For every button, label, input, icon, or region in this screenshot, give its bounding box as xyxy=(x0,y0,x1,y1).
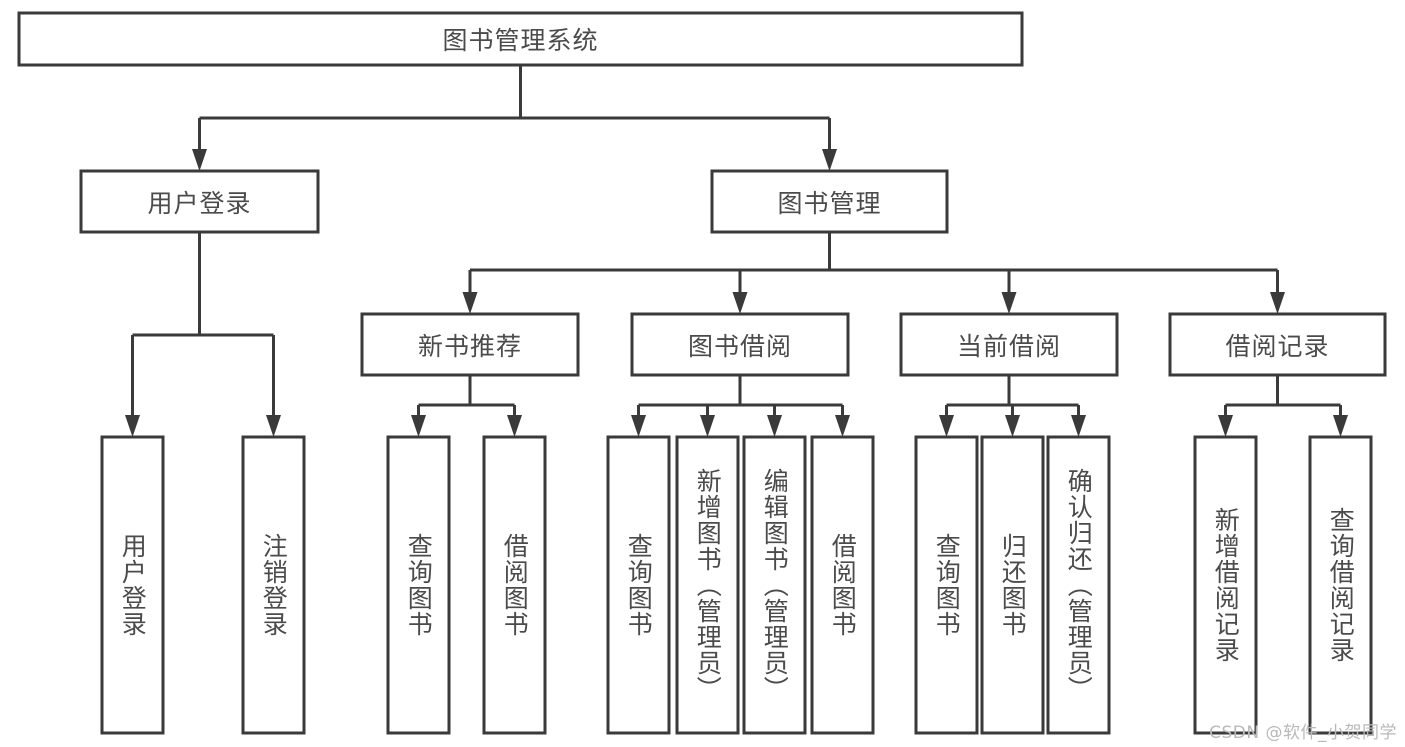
arrow-head-icon xyxy=(1270,292,1285,314)
arrow-head-icon xyxy=(767,415,782,437)
node-box-leaf-query-record[interactable] xyxy=(1308,435,1373,735)
connector-edge-cur-split xyxy=(939,375,1086,437)
arrow-head-icon xyxy=(732,292,748,314)
node-box-leaf-query-book-cur[interactable] xyxy=(914,435,979,735)
node-box-leaf-logout[interactable] xyxy=(241,435,306,735)
node-box-new-book-recommend[interactable] xyxy=(360,312,580,377)
node-box-leaf-user-login[interactable] xyxy=(100,435,165,735)
node-box-root[interactable] xyxy=(17,11,1024,67)
arrow-head-icon xyxy=(835,415,850,437)
arrow-head-icon xyxy=(411,415,426,437)
node-box-leaf-confirm-return[interactable] xyxy=(1046,435,1111,735)
connector-edge-borrow-split xyxy=(631,375,850,437)
node-box-book-borrow[interactable] xyxy=(630,312,850,377)
node-box-user-login[interactable] xyxy=(79,169,320,234)
node-box-book-manage[interactable] xyxy=(710,169,949,234)
arrow-head-icon xyxy=(462,292,478,314)
arrow-head-icon xyxy=(822,149,837,171)
node-box-current-borrow[interactable] xyxy=(899,312,1119,377)
arrow-head-icon xyxy=(1071,415,1086,437)
node-box-layer xyxy=(17,11,1387,735)
node-box-leaf-edit-book[interactable] xyxy=(742,435,807,735)
node-box-leaf-borrow-book-new[interactable] xyxy=(482,435,547,735)
arrow-head-icon xyxy=(939,415,954,437)
arrow-head-icon xyxy=(631,415,646,437)
arrow-head-icon xyxy=(700,415,715,437)
arrow-head-icon xyxy=(1001,292,1017,314)
node-box-leaf-query-book-new[interactable] xyxy=(386,435,451,735)
connector-edge-root-split xyxy=(192,65,837,171)
arrow-head-icon xyxy=(1005,415,1020,437)
arrow-head-icon xyxy=(1333,415,1348,437)
node-box-leaf-add-book[interactable] xyxy=(675,435,740,735)
node-box-leaf-query-book-borrow[interactable] xyxy=(606,435,671,735)
connector-edge-manage-split xyxy=(462,232,1285,314)
arrow-head-icon xyxy=(266,415,281,437)
arrow-head-icon xyxy=(192,149,207,171)
node-box-leaf-return-book[interactable] xyxy=(980,435,1045,735)
connector-edge-rec-split xyxy=(1218,375,1348,437)
arrow-head-icon xyxy=(507,415,522,437)
arrow-head-icon xyxy=(1218,415,1233,437)
arrow-head-icon xyxy=(125,415,140,437)
connector-edge-new-split xyxy=(411,375,522,437)
node-box-leaf-add-record[interactable] xyxy=(1193,435,1258,735)
connector-edge-login-split xyxy=(125,232,281,437)
node-box-leaf-borrow-book[interactable] xyxy=(810,435,875,735)
connector-layer xyxy=(125,65,1348,437)
node-box-borrow-record[interactable] xyxy=(1168,312,1387,377)
